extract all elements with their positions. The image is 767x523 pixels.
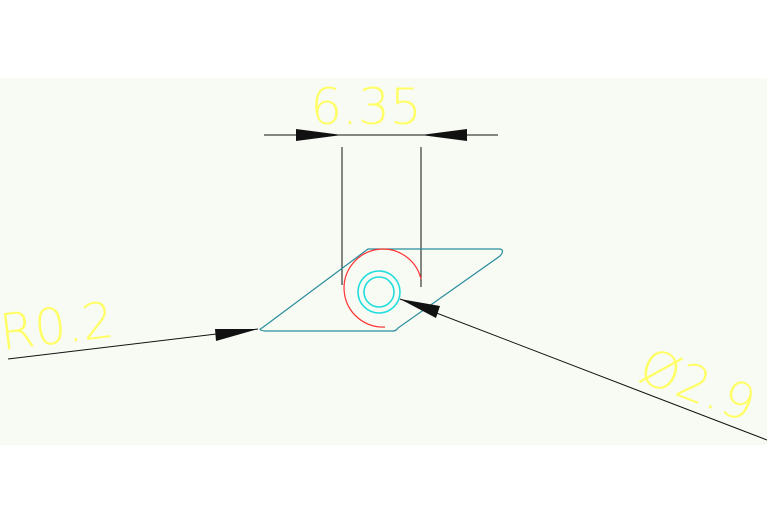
width-arrow-right xyxy=(421,129,467,141)
corner-arc xyxy=(343,248,422,328)
insert-outline xyxy=(259,248,504,332)
radius-dimension-label: R0.2 xyxy=(0,291,117,362)
radius-arrow xyxy=(215,329,258,341)
diameter-leader-line xyxy=(399,298,767,441)
insert-geometry[interactable] xyxy=(259,248,504,332)
hole-outer-circle xyxy=(357,270,401,314)
hole-inner-circle xyxy=(363,276,395,308)
drawing-area xyxy=(0,78,767,445)
width-dimension-label: 6.35 xyxy=(310,78,421,136)
width-dimension[interactable]: 6.35 xyxy=(264,78,498,287)
radius-dimension[interactable]: R0.2 xyxy=(0,291,259,362)
diameter-arrow xyxy=(400,299,440,318)
width-arrow-left xyxy=(296,129,342,141)
